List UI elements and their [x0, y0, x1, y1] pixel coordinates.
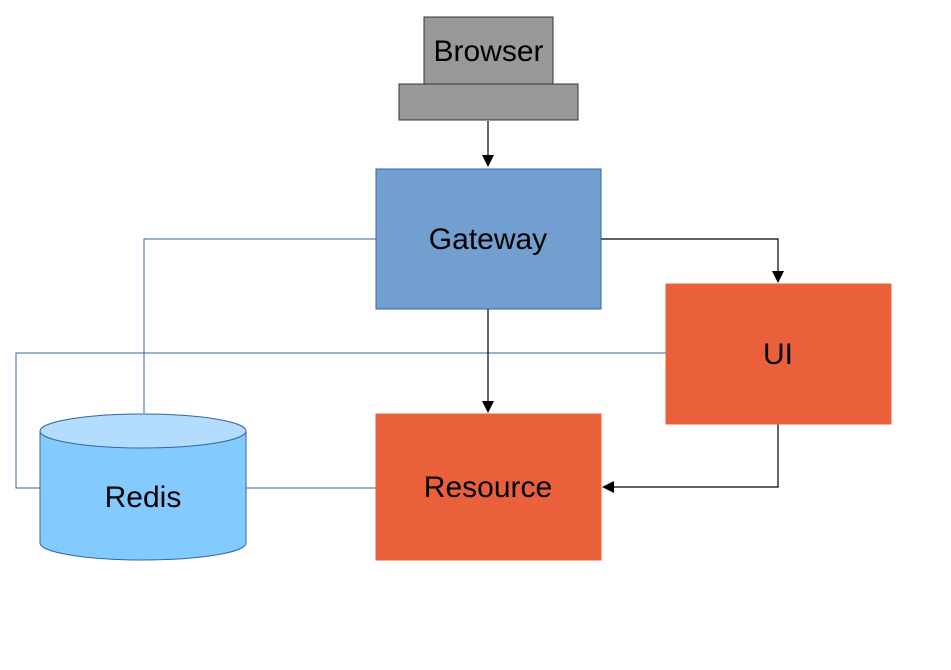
gateway-node: Gateway	[375, 168, 602, 310]
resource-node: Resource	[375, 413, 602, 561]
gateway-label: Gateway	[429, 223, 547, 256]
redis-label: Redis	[105, 481, 182, 514]
redis-node: Redis	[39, 413, 247, 561]
ui-box	[665, 283, 892, 425]
redis-cylinder-top	[39, 413, 247, 449]
browser-base	[398, 83, 579, 121]
gateway-box	[375, 168, 602, 310]
arrow-connectors	[482, 121, 784, 493]
gateway-ui-arrow	[601, 238, 784, 283]
resource-label: Resource	[424, 471, 552, 504]
resource-box	[375, 413, 602, 561]
redis-links	[15, 238, 666, 489]
gateway-redis-link	[143, 238, 376, 413]
ui-label: UI	[763, 338, 793, 371]
browser-node: Browser	[398, 16, 579, 121]
ui-redis-link	[15, 352, 666, 489]
browser-label: Browser	[433, 35, 543, 68]
redis-cylinder-body	[39, 430, 247, 561]
ui-node: UI	[665, 283, 892, 425]
ui-resource-arrow	[602, 424, 779, 493]
